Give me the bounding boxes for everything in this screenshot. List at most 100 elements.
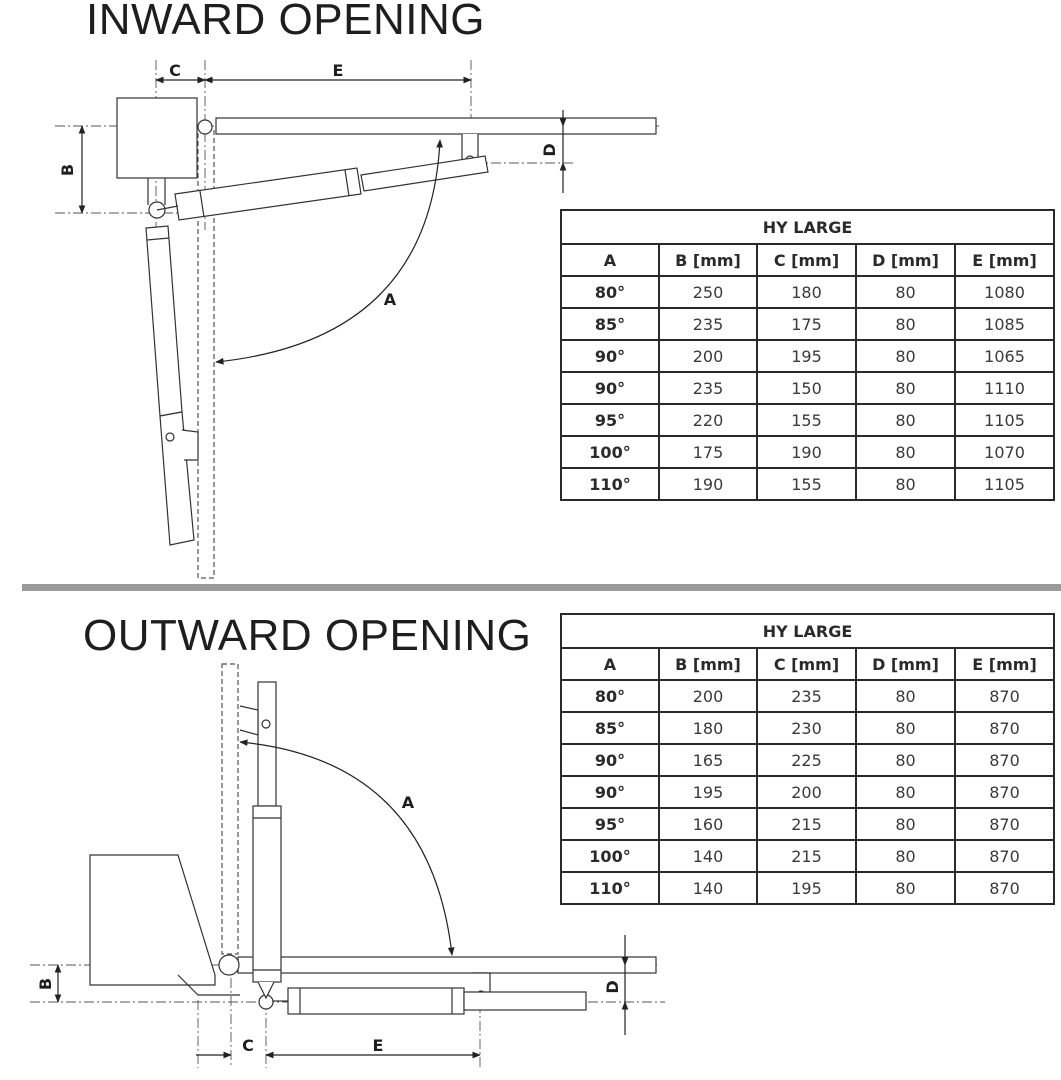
inward-table-caption: HY LARGE (559, 209, 1056, 245)
outward-angle-arc (239, 739, 455, 956)
table-cell: 215 (756, 807, 857, 841)
inward-label-d: D (540, 143, 559, 156)
inward-hinge-icon (197, 119, 213, 135)
table-cell: 180 (756, 275, 857, 309)
table-cell: 220 (658, 403, 758, 437)
table-header-cell: C [mm] (756, 647, 857, 681)
table-row: 85° 180 230 80 870 (560, 711, 1056, 745)
table-row: 90° 165 225 80 870 (560, 743, 1056, 777)
table-cell: 80 (855, 807, 956, 841)
table-cell: 175 (658, 435, 758, 469)
table-cell: 80 (855, 467, 956, 501)
table-row: 95° 220 155 80 1105 (560, 403, 1056, 437)
table-cell: 80 (855, 307, 956, 341)
outward-post (221, 663, 239, 955)
outward-label-d: D (603, 980, 622, 993)
table-cell: 1070 (953, 435, 1056, 469)
table-header-cell: B [mm] (658, 647, 758, 681)
outward-actuator-horizontal (258, 987, 587, 1015)
table-row: 85° 235 175 80 1085 (560, 307, 1056, 341)
table-cell: 80 (855, 435, 956, 469)
table-cell: 200 (658, 339, 758, 373)
table-cell: 235 (756, 679, 857, 713)
table-cell: 235 (658, 371, 758, 405)
table-cell: 80° (560, 275, 660, 309)
table-header-cell: D [mm] (855, 243, 956, 277)
table-cell: 190 (658, 467, 758, 501)
outward-table-header-row: A B [mm] C [mm] D [mm] E [mm] (560, 647, 1056, 681)
table-cell: 160 (658, 807, 758, 841)
table-cell: 195 (756, 871, 857, 905)
table-row: 100° 140 215 80 870 (560, 839, 1056, 873)
table-cell: 90° (560, 339, 660, 373)
table-cell: 1110 (953, 371, 1056, 405)
table-cell: 180 (658, 711, 758, 745)
table-cell: 80 (855, 371, 956, 405)
table-cell: 870 (953, 711, 1056, 745)
table-cell: 80 (855, 711, 956, 745)
table-cell: 90° (560, 371, 660, 405)
table-cell: 1105 (953, 403, 1056, 437)
table-header-cell: D [mm] (855, 647, 956, 681)
outward-table-caption: HY LARGE (559, 613, 1056, 649)
table-cell: 870 (953, 871, 1056, 905)
table-cell: 870 (953, 679, 1056, 713)
table-cell: 100° (560, 435, 660, 469)
table-cell: 155 (756, 467, 857, 501)
table-cell: 90° (560, 743, 660, 777)
table-cell: 95° (560, 807, 660, 841)
table-header-cell: E [mm] (953, 647, 1056, 681)
table-cell: 85° (560, 307, 660, 341)
table-row: 100° 175 190 80 1070 (560, 435, 1056, 469)
table-row: 90° 235 150 80 1110 (560, 371, 1056, 405)
outward-label-b: B (36, 978, 55, 990)
table-header-cell: B [mm] (658, 243, 758, 277)
table-cell: 190 (756, 435, 857, 469)
table-cell: 250 (658, 275, 758, 309)
table-cell: 80 (855, 743, 956, 777)
table-cell: 1105 (953, 467, 1056, 501)
outward-spec-table: HY LARGE A B [mm] C [mm] D [mm] E [mm] 8… (559, 613, 1056, 905)
inward-label-e: E (333, 61, 344, 80)
table-cell: 1080 (953, 275, 1056, 309)
table-cell: 80 (855, 679, 956, 713)
table-cell: 175 (756, 307, 857, 341)
table-cell: 200 (658, 679, 758, 713)
inward-motor-housing (116, 97, 198, 179)
table-row: 80° 200 235 80 870 (560, 679, 1056, 713)
inward-table-header-row: A B [mm] C [mm] D [mm] E [mm] (560, 243, 1056, 277)
table-cell: 225 (756, 743, 857, 777)
outward-opening-diagram: B D C E A (30, 663, 665, 1068)
table-cell: 200 (756, 775, 857, 809)
table-cell: 110° (560, 467, 660, 501)
table-cell: 870 (953, 743, 1056, 777)
table-cell: 80° (560, 679, 660, 713)
inward-spec-table: HY LARGE A B [mm] C [mm] D [mm] E [mm] 8… (559, 209, 1056, 501)
outward-gate-leaf (237, 956, 657, 974)
outward-hinge-icon (218, 954, 240, 976)
inward-actuator-closed (145, 225, 199, 546)
table-cell: 230 (756, 711, 857, 745)
inward-label-b: B (58, 164, 77, 176)
inward-label-c: C (169, 61, 181, 80)
outward-motor-housing (89, 854, 216, 986)
section-divider (22, 584, 1061, 591)
outward-actuator-vertical (239, 681, 282, 1000)
table-cell: 100° (560, 839, 660, 873)
table-row: 110° 190 155 80 1105 (560, 467, 1056, 501)
outward-label-a: A (402, 793, 415, 812)
table-header-cell: A (560, 647, 660, 681)
table-cell: 165 (658, 743, 758, 777)
outward-label-c: C (242, 1036, 254, 1055)
table-cell: 870 (953, 807, 1056, 841)
table-row: 90° 195 200 80 870 (560, 775, 1056, 809)
table-cell: 195 (756, 339, 857, 373)
table-row: 95° 160 215 80 870 (560, 807, 1056, 841)
table-cell: 1065 (953, 339, 1056, 373)
outward-opening-title: OUTWARD OPENING (83, 611, 532, 660)
table-cell: 80 (855, 339, 956, 373)
table-cell: 80 (855, 403, 956, 437)
outward-label-e: E (373, 1036, 384, 1055)
table-header-cell: E [mm] (953, 243, 1056, 277)
table-cell: 870 (953, 839, 1056, 873)
